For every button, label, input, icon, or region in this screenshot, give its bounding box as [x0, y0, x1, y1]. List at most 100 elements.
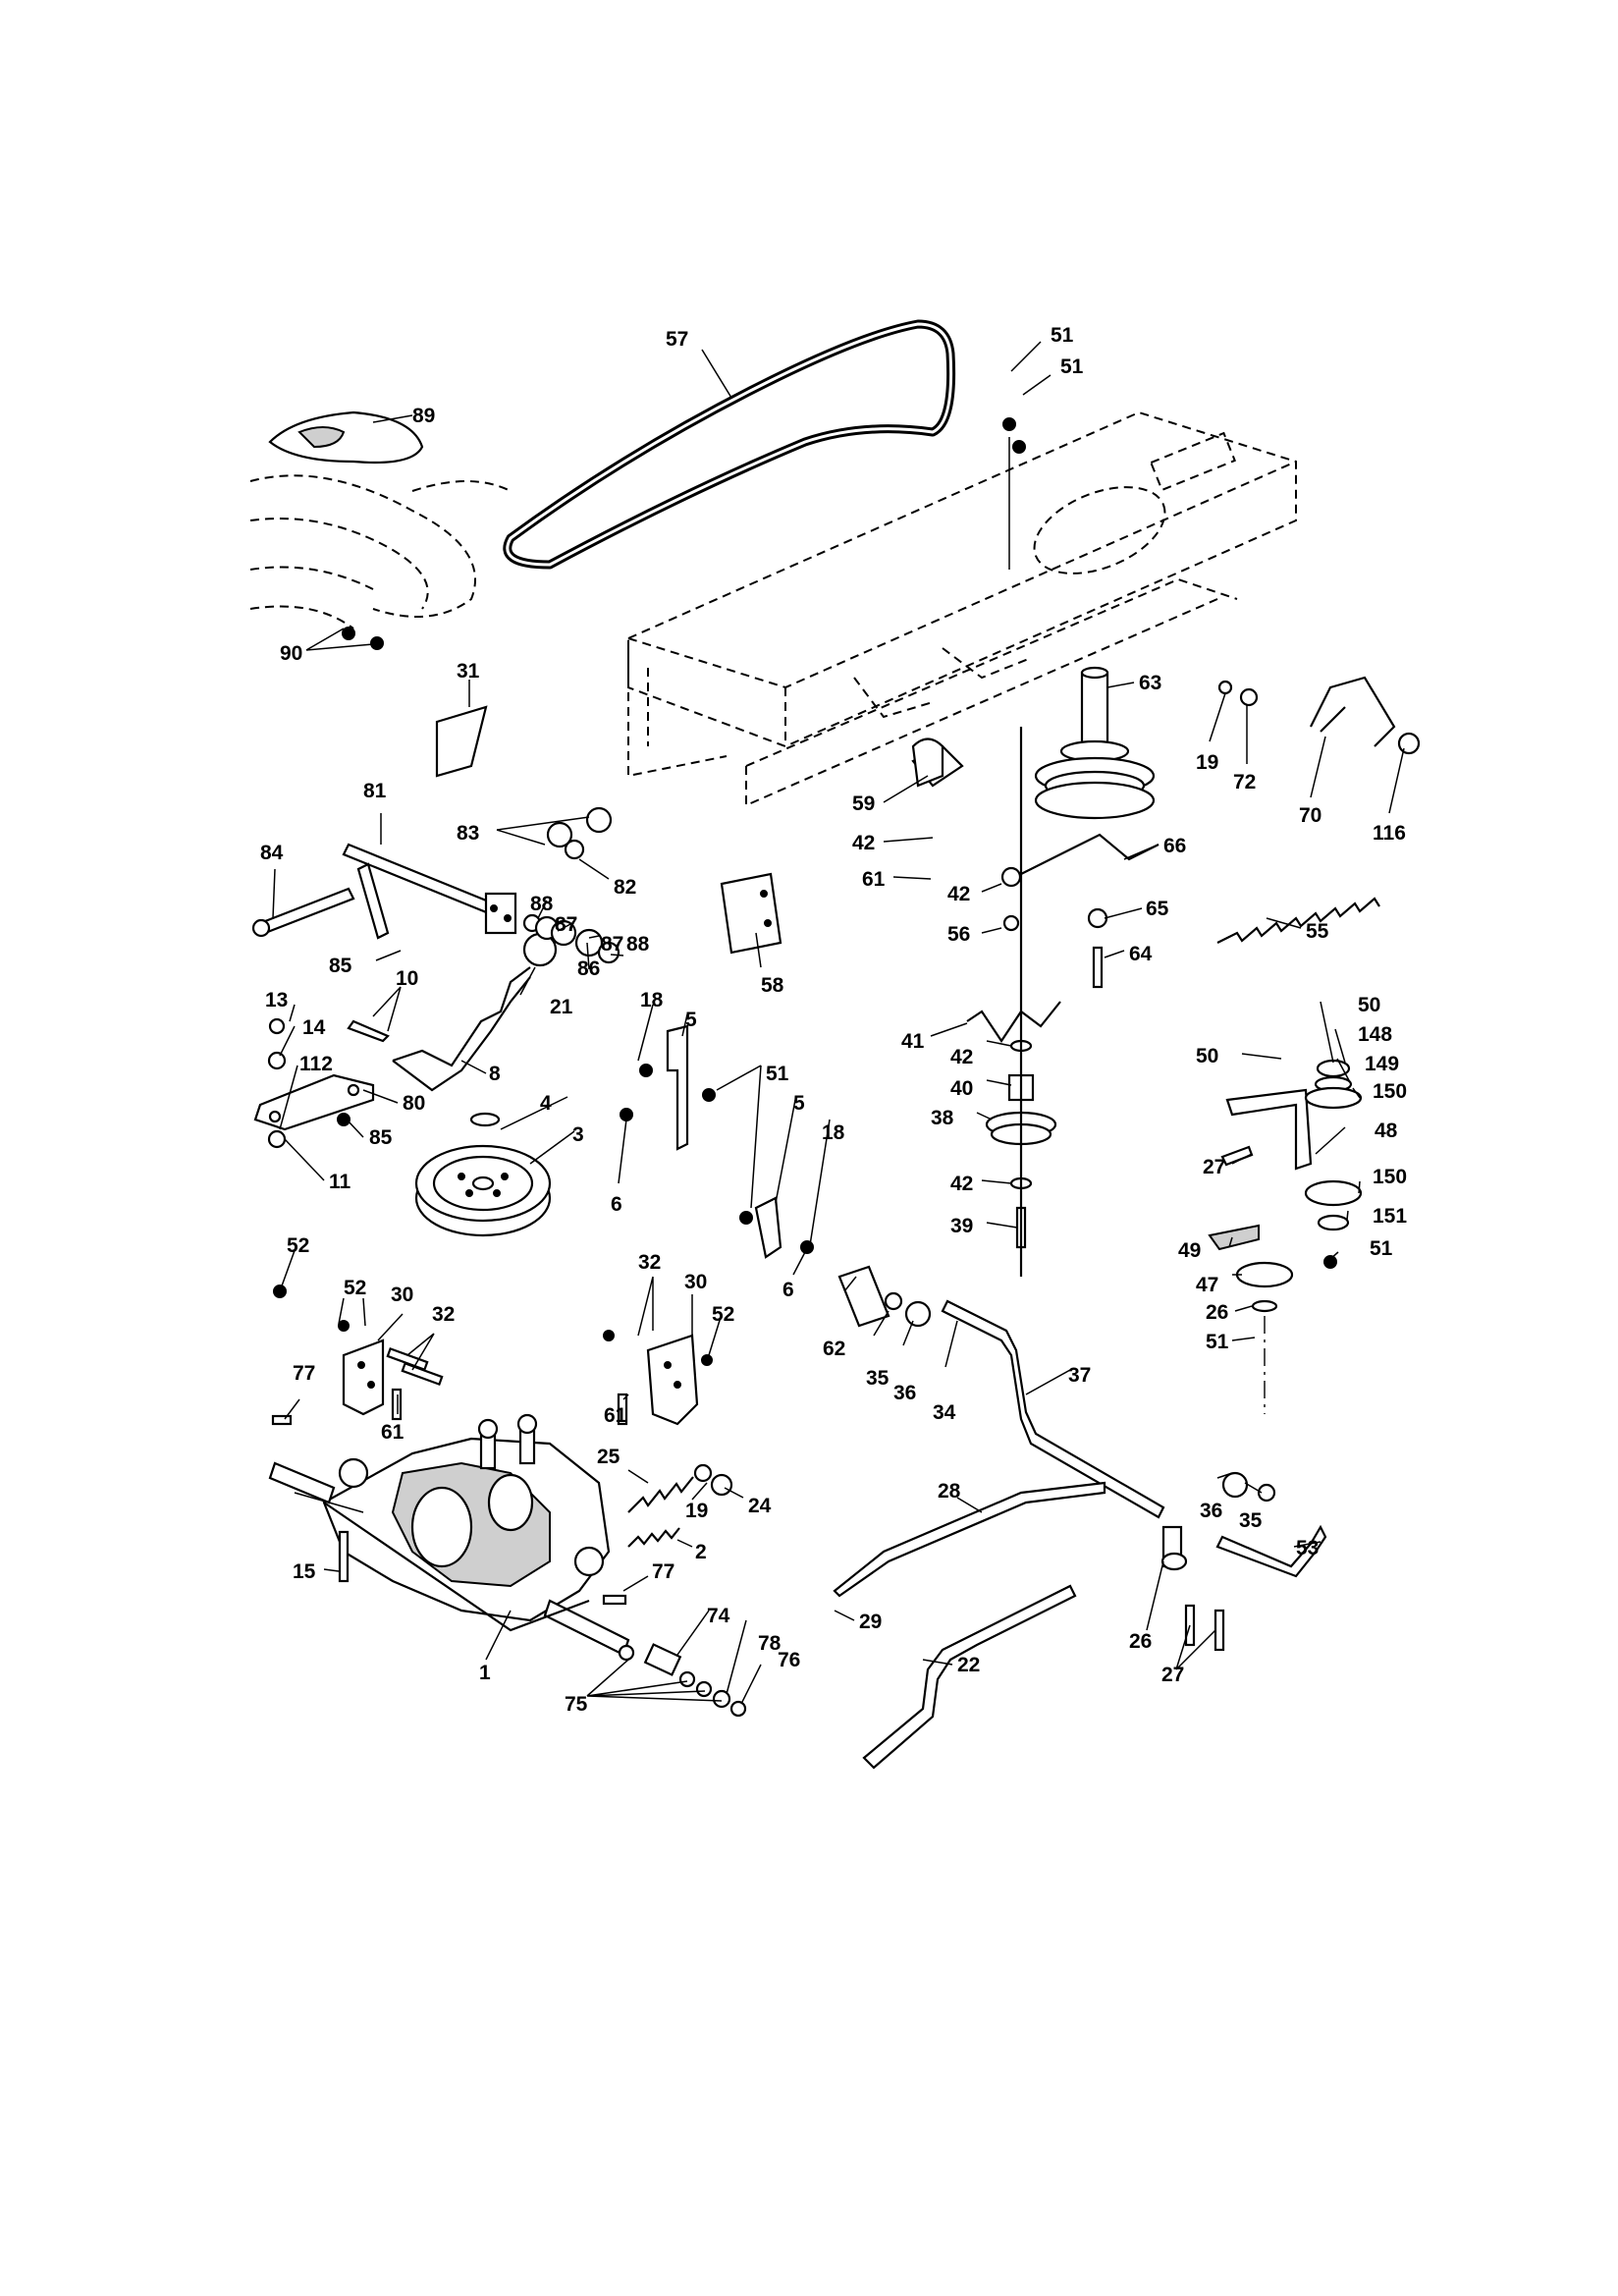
transaxle [268, 1413, 630, 1657]
callout-57: 57 [666, 328, 688, 351]
callout-56: 56 [947, 923, 970, 946]
callout-42d: 42 [950, 1173, 973, 1195]
idler-assembly-right [1208, 1059, 1363, 1414]
callout-82: 82 [614, 876, 636, 899]
callout-150a: 150 [1373, 1080, 1407, 1103]
callout-51b: 51 [1060, 355, 1084, 378]
callout-10: 10 [396, 967, 418, 990]
drive-belt [503, 319, 956, 570]
callout-51a: 51 [1051, 324, 1074, 347]
callout-70: 70 [1299, 804, 1321, 827]
callout-47: 47 [1196, 1274, 1218, 1296]
callout-61a: 61 [862, 868, 886, 891]
callout-14: 14 [302, 1016, 326, 1039]
shift-lever [347, 932, 558, 1092]
callout-66: 66 [1163, 835, 1186, 857]
callout-42a: 42 [852, 832, 875, 854]
callout-52c: 52 [712, 1303, 734, 1326]
callout-78: 78 [758, 1632, 782, 1655]
guard-31 [435, 705, 488, 778]
callout-51e: 51 [1206, 1331, 1229, 1353]
callout-87a: 87 [555, 913, 577, 936]
callout-30a: 30 [391, 1284, 413, 1306]
callout-15: 15 [293, 1560, 316, 1583]
callout-59: 59 [852, 793, 875, 815]
callout-5b: 5 [793, 1092, 805, 1115]
callout-81: 81 [363, 780, 387, 802]
callout-72: 72 [1233, 771, 1256, 793]
callout-8: 8 [489, 1063, 501, 1085]
callout-75: 75 [565, 1693, 588, 1716]
callout-21: 21 [550, 996, 573, 1018]
control-rods [833, 1265, 1327, 1770]
callout-42b: 42 [947, 883, 970, 905]
axle-brackets [273, 1285, 713, 1426]
callout-18a: 18 [640, 989, 664, 1011]
brake-shaft [251, 843, 517, 940]
callout-27b: 27 [1161, 1664, 1184, 1686]
callout-80: 80 [403, 1092, 425, 1115]
bracket-58 [720, 872, 782, 955]
idler-brackets [620, 1024, 814, 1259]
callout-88a: 88 [530, 893, 554, 915]
callout-32b: 32 [638, 1251, 661, 1274]
callout-85a: 85 [329, 955, 352, 977]
callout-19a: 19 [1196, 751, 1218, 774]
callout-63: 63 [1139, 672, 1161, 694]
callout-35a: 35 [866, 1367, 890, 1390]
callout-2: 2 [695, 1541, 707, 1563]
callout-32a: 32 [432, 1303, 455, 1326]
callout-151: 151 [1373, 1205, 1407, 1228]
callout-11: 11 [329, 1171, 351, 1193]
callout-77a: 77 [293, 1362, 315, 1385]
callout-39: 39 [950, 1215, 973, 1237]
callout-55: 55 [1306, 920, 1329, 943]
callout-61c: 61 [604, 1404, 627, 1427]
callout-36b: 36 [1200, 1500, 1222, 1522]
callout-62: 62 [823, 1338, 845, 1360]
callout-65: 65 [1146, 898, 1169, 920]
callout-30b: 30 [684, 1271, 707, 1293]
callout-74: 74 [707, 1605, 730, 1627]
callout-24: 24 [748, 1495, 772, 1517]
callout-84: 84 [260, 842, 284, 864]
callout-41: 41 [901, 1030, 925, 1053]
callout-87b: 87 [601, 933, 623, 956]
tension-arm [1000, 676, 1421, 989]
callout-149: 149 [1365, 1053, 1399, 1075]
callout-50a: 50 [1358, 994, 1380, 1016]
callout-19b: 19 [685, 1500, 708, 1522]
callout-51d: 51 [1370, 1237, 1393, 1260]
callout-28: 28 [938, 1480, 961, 1503]
callout-27a: 27 [1203, 1156, 1225, 1178]
callout-5a: 5 [685, 1009, 697, 1031]
callout-42c: 42 [950, 1046, 973, 1068]
callout-6b: 6 [782, 1279, 794, 1301]
callout-85b: 85 [369, 1126, 393, 1149]
callout-64: 64 [1129, 943, 1153, 965]
callout-83: 83 [457, 822, 479, 845]
chassis-hardware [342, 417, 1026, 788]
callout-148: 148 [1358, 1023, 1392, 1046]
callout-36a: 36 [893, 1382, 916, 1404]
fender-outline [249, 410, 512, 629]
callout-35b: 35 [1239, 1509, 1263, 1532]
callout-86: 86 [577, 957, 600, 980]
mount-bracket [253, 1017, 375, 1149]
callout-37: 37 [1068, 1364, 1091, 1387]
callout-51c: 51 [766, 1063, 789, 1085]
callout-18b: 18 [822, 1121, 845, 1144]
callout-77b: 77 [652, 1560, 674, 1583]
callout-90: 90 [280, 642, 302, 665]
callout-53: 53 [1296, 1537, 1319, 1559]
callout-26a: 26 [1206, 1301, 1228, 1324]
leader-lines [272, 341, 1405, 1705]
callout-4: 4 [540, 1092, 552, 1115]
callout-25: 25 [597, 1446, 620, 1468]
chassis-frame [627, 410, 1297, 807]
engine-pulley [1034, 666, 1156, 820]
transaxle-pulley [414, 1112, 552, 1237]
callout-40: 40 [950, 1077, 973, 1100]
callout-52a: 52 [287, 1234, 309, 1257]
